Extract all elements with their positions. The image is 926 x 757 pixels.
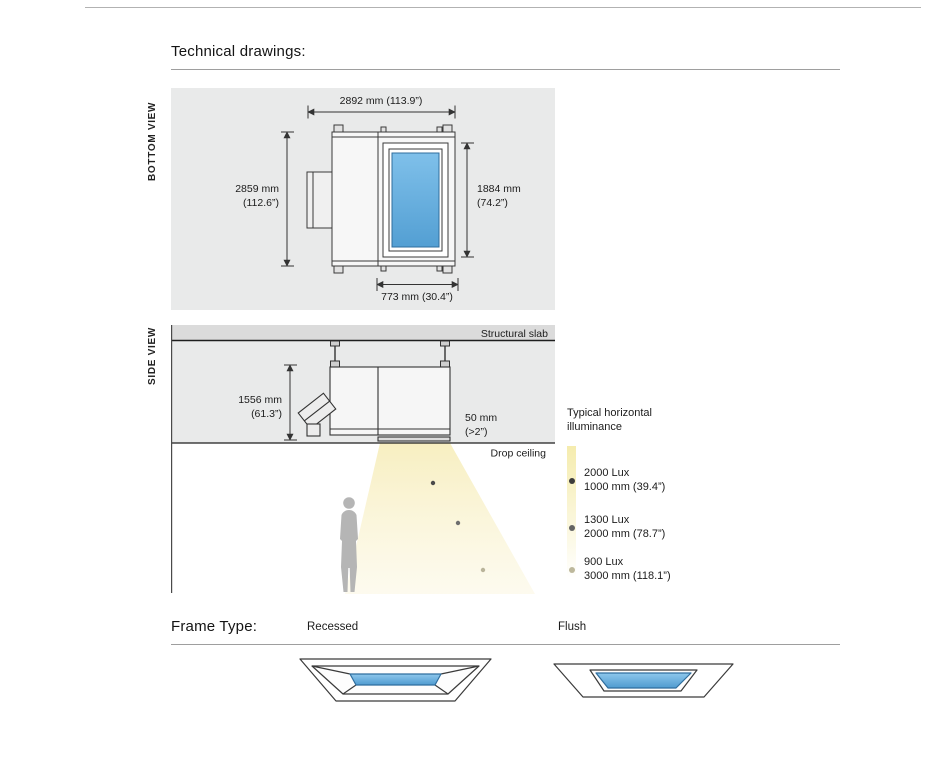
illuminance-point-1 xyxy=(430,480,436,486)
structural-slab-label: Structural slab xyxy=(481,328,548,340)
illuminance-lux-2: 1300 Lux xyxy=(584,514,630,526)
illuminance-point-3 xyxy=(480,567,486,573)
page-title: Technical drawings: xyxy=(171,43,306,60)
side-protrusion xyxy=(306,171,333,229)
flush-frame-drawing xyxy=(553,663,734,698)
illuminance-entry-1: 2000 Lux 1000 mm (39.4”) xyxy=(569,467,665,494)
top-border-rule xyxy=(85,7,921,8)
title-divider xyxy=(171,69,840,70)
illuminance-title-line1: Typical horizontal xyxy=(567,407,652,419)
illuminance-lux-3: 900 Lux xyxy=(584,556,624,568)
illuminance-dot-3 xyxy=(569,566,575,573)
dim-height-mm: 1556 mm xyxy=(238,394,282,406)
structural-slab-bar xyxy=(171,325,555,340)
flush-glass xyxy=(595,672,692,689)
dim-gap-mm: 50 mm xyxy=(465,412,497,424)
bottom-view-label: BOTTOM VIEW xyxy=(147,101,158,181)
dim-overall-width: 2892 mm (113.9”) xyxy=(340,95,423,107)
illuminance-lux-1: 2000 Lux xyxy=(584,467,630,479)
frame-option-flush-label: Flush xyxy=(558,621,587,633)
illuminance-dot-1 xyxy=(569,477,575,484)
illuminance-gradient-bar xyxy=(567,446,576,580)
frame-type-title: Frame Type: xyxy=(171,618,258,635)
illuminance-dot-2 xyxy=(569,524,575,531)
illuminance-distance-2: 2000 mm (78.7”) xyxy=(584,527,666,540)
recessed-frame-drawing xyxy=(299,658,492,702)
diffuser xyxy=(377,436,451,442)
illuminance-distance-3: 3000 mm (118.1”) xyxy=(584,569,671,582)
drop-ceiling-label: Drop ceiling xyxy=(491,448,547,460)
side-view-label: SIDE VIEW xyxy=(147,327,158,385)
illuminance-distance-1: 1000 mm (39.4”) xyxy=(584,480,666,493)
recessed-glass xyxy=(349,673,442,686)
dim-overall-depth-mm: 2859 mm xyxy=(235,183,279,195)
illuminance-entry-3: 900 Lux 3000 mm (118.1”) xyxy=(569,556,671,583)
projector-unit xyxy=(297,392,337,430)
illuminance-point-2 xyxy=(455,520,461,526)
side-view-unit xyxy=(297,366,451,442)
light-cone xyxy=(345,443,535,594)
dimension-top xyxy=(307,105,456,119)
dim-window-height-mm: 1884 mm xyxy=(477,183,521,195)
illuminance-title: Typical horizontal illuminance xyxy=(567,407,652,434)
illuminance-entry-2: 1300 Lux 2000 mm (78.7”) xyxy=(569,514,665,541)
window-glass xyxy=(391,152,440,248)
suspension-brackets xyxy=(330,340,450,368)
person-silhouette xyxy=(340,497,358,592)
dim-overall-depth-in: (112.6”) xyxy=(243,197,279,209)
dimension-height xyxy=(284,364,297,441)
dim-window-width: 773 mm (30.4”) xyxy=(381,291,453,303)
frame-type-divider xyxy=(171,644,840,645)
dimension-bottom xyxy=(376,278,459,291)
dim-height-in: (61.3”) xyxy=(251,408,282,420)
illuminance-title-line2: illuminance xyxy=(567,420,623,433)
side-view-drawing: Structural slab Drop ceiling 1556 mm (61… xyxy=(171,325,555,594)
frame-option-recessed-label: Recessed xyxy=(307,621,359,633)
dimension-left xyxy=(281,131,294,267)
bottom-view-unit xyxy=(306,124,456,274)
dimension-right xyxy=(461,142,474,258)
dim-window-height-in: (74.2”) xyxy=(477,197,508,209)
dim-gap-in: (>2”) xyxy=(465,426,487,438)
bottom-view-drawing: 2892 mm (113.9”) 2859 mm (112.6”) 1884 m… xyxy=(171,88,555,310)
